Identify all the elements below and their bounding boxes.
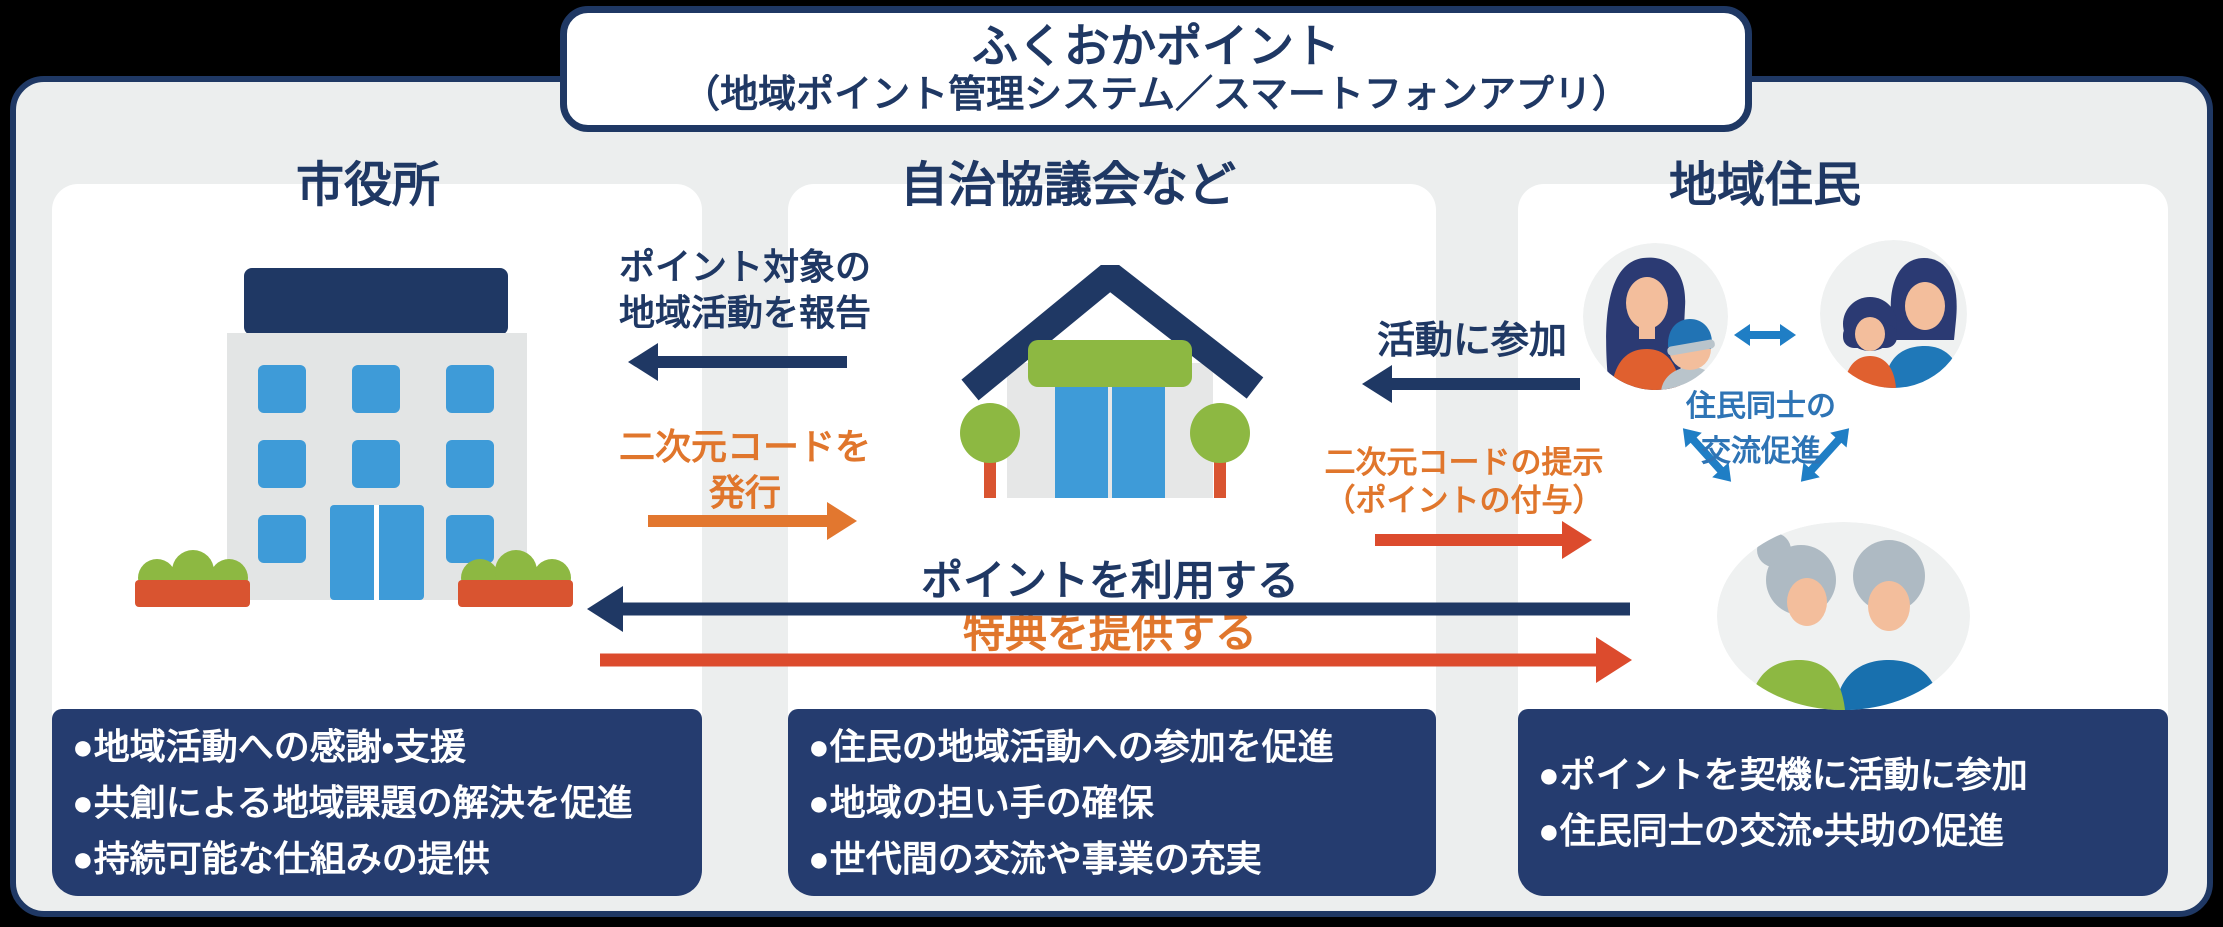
city-hall-bullet-box: ●地域活動への感謝・支援 ●共創による地域課題の解決を促進 ●持続可能な仕組みの… <box>52 709 702 896</box>
residents-bullet-box: ●ポイントを契機に活動に参加 ●住民同士の交流・共助の促進 <box>1518 709 2168 896</box>
community-house-icon <box>940 257 1280 505</box>
page-title: ふくおかポイント <box>972 19 1340 72</box>
participate-arrow <box>1362 364 1580 404</box>
present-qr-label: 二次元コードの提示 （ポイントの付与） <box>1309 444 1619 520</box>
provide-benefits-label: 特典を提供する <box>963 610 1257 656</box>
residents-note-line2: 交流促進 <box>1701 435 1821 468</box>
bullet-item: ●地域の担い手の確保 <box>808 781 1154 823</box>
present-qr-arrow <box>1375 520 1592 560</box>
participate-label-line1: 活動に参加 <box>1377 320 1568 362</box>
header-council: 自治協議会など <box>899 159 1236 212</box>
bullet-item: ●地域活動への感謝・支援 <box>72 725 466 767</box>
use-points-arrow <box>587 586 1630 632</box>
provide-benefits-arrow <box>600 637 1632 683</box>
report-activity-label: ポイント対象の 地域活動を報告 <box>619 244 871 336</box>
header-city-hall: 市役所 <box>295 159 440 212</box>
panel-council: ●住民の地域活動への参加を促進 ●地域の担い手の確保 ●世代間の交流や事業の充実 <box>788 184 1436 896</box>
family-mother-child-avatar <box>1583 243 1728 390</box>
bullet-item: ●住民の地域活動への参加を促進 <box>808 725 1334 767</box>
present-qr-label-line2: （ポイントの付与） <box>1324 483 1604 518</box>
issue-qr-arrow <box>648 501 857 541</box>
header-residents: 地域住民 <box>1668 159 1861 212</box>
council-bullet-box: ●住民の地域活動への参加を促進 ●地域の担い手の確保 ●世代間の交流や事業の充実 <box>788 709 1436 896</box>
elderly-couple-avatar <box>1717 522 1970 710</box>
use-points-label: ポイントを利用する <box>921 558 1299 604</box>
page-subtitle: （地域ポイント管理システム／スマートフォンアプリ） <box>682 74 1630 117</box>
report-activity-arrow <box>628 342 847 382</box>
bullet-item: ●住民同士の交流・共助の促進 <box>1538 810 2004 851</box>
residents-note-line1: 住民同士の <box>1686 390 1836 423</box>
provide-benefits-label-line1: 特典を提供する <box>963 609 1258 656</box>
bullet-item: ●ポイントを契機に活動に参加 <box>1538 753 2028 795</box>
bullet-item: ●持続可能な仕組みの提供 <box>72 838 490 880</box>
issue-qr-label: 二次元コードを 発行 <box>619 424 871 516</box>
title-box: ふくおかポイント （地域ポイント管理システム／スマートフォンアプリ） <box>560 6 1752 132</box>
residents-exchange-arrow-horizontal <box>1734 324 1796 346</box>
participate-label: 活動に参加 <box>1377 318 1567 364</box>
bullet-item: ●世代間の交流や事業の充実 <box>808 838 1262 880</box>
issue-qr-label-line2: 発行 <box>708 472 781 513</box>
use-points-label-line1: ポイントを利用する <box>921 557 1300 604</box>
report-activity-label-line1: ポイント対象の <box>619 246 872 287</box>
present-qr-label-line1: 二次元コードの提示 <box>1324 445 1604 480</box>
residents-note: 住民同士の 交流促進 <box>1686 384 1836 474</box>
family-father-daughter-avatar <box>1820 240 1967 388</box>
report-activity-label-line2: 地域活動を報告 <box>619 292 872 333</box>
bullet-item: ●共創による地域課題の解決を促進 <box>72 781 633 823</box>
city-hall-building-icon <box>135 262 575 607</box>
issue-qr-label-line1: 二次元コードを <box>619 426 872 467</box>
